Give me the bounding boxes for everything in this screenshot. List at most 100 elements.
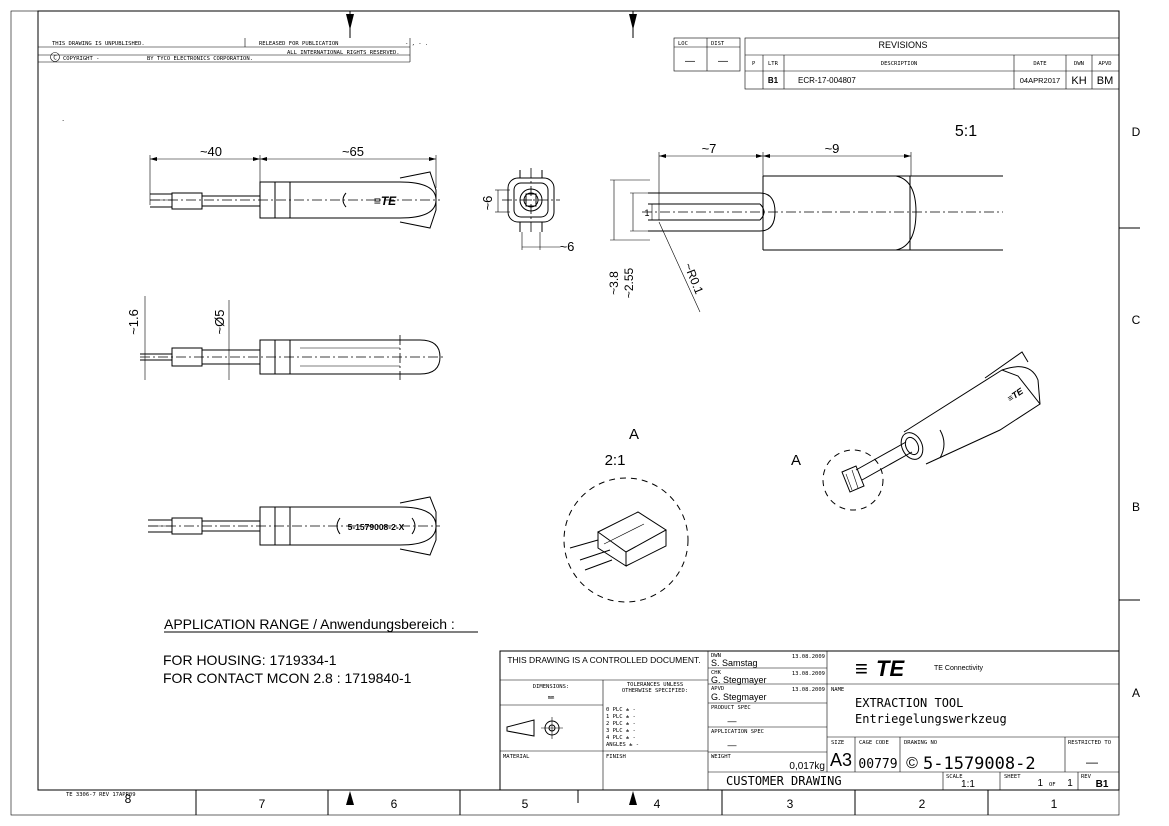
zone-dividers-right	[1119, 227, 1140, 601]
dim-6-vertical: ~6	[480, 196, 495, 211]
drawing-no-label: DRAWING NO	[904, 740, 937, 746]
cage-code-value: 00779	[858, 757, 897, 772]
product-spec-value: —	[728, 716, 737, 726]
zone-col-8: 8	[125, 792, 132, 806]
dist-label: DIST	[711, 41, 725, 47]
loc-label: LOC	[678, 41, 688, 47]
rev-value: B1	[1096, 779, 1109, 790]
apvd-date: 13.08.2009	[792, 687, 825, 693]
zone-row-d: D	[1132, 125, 1141, 139]
zone-col-4: 4	[654, 797, 661, 811]
title-de: Entriegelungswerkzeug	[855, 712, 1007, 726]
rev-ltr-label: LTR	[768, 61, 779, 67]
view-side-bottom	[148, 496, 440, 556]
cage-code-label: CAGE CODE	[859, 740, 889, 746]
detail-a-label: A	[629, 426, 639, 443]
dim-dia-5: ~Ø5	[212, 310, 227, 335]
dimensions-unit: mm	[548, 695, 555, 701]
apvd-label: APVD	[711, 686, 724, 692]
controlled-document: THIS DRAWING IS A CONTROLLED DOCUMENT.	[507, 655, 700, 665]
chk-label: CHK	[711, 670, 722, 676]
dim-9: ~9	[825, 141, 840, 156]
zone-dividers-bottom	[195, 790, 989, 815]
center-mark-bottom-right	[629, 791, 637, 805]
zone-col-5: 5	[522, 797, 529, 811]
rights-text: ALL INTERNATIONAL RIGHTS RESERVED.	[287, 50, 400, 56]
zone-row-a: A	[1132, 686, 1140, 700]
view-front	[495, 168, 560, 250]
part-marking: 5-1579008-2-X	[348, 522, 405, 532]
form-number: TE 3306-7 REV 17APR09	[66, 792, 136, 798]
zone-col-7: 7	[259, 797, 266, 811]
sheet-label: SHEET	[1004, 774, 1021, 780]
finish-label: FINISH	[606, 754, 626, 760]
dim-1: 1	[644, 208, 649, 218]
rev-apvd-label: APVD	[1098, 61, 1111, 67]
dim-40: ~40	[200, 144, 222, 159]
te-logo: ≡	[855, 656, 868, 681]
rev-row-ltr: B1	[768, 76, 779, 85]
plc-1: 1 PLC ± -	[606, 714, 636, 720]
zone-col-1: 1	[1051, 797, 1058, 811]
rev-date-label: DATE	[1033, 61, 1046, 67]
plc-3: 3 PLC ± -	[606, 728, 636, 734]
outer-frame	[10, 10, 1120, 816]
title-block-grid	[499, 650, 1120, 791]
released-date: - , - .	[405, 41, 428, 47]
dwn-date: 13.08.2009	[792, 654, 825, 660]
copyright-c-icon: ©	[906, 755, 918, 772]
tolerances-line2: OTHERWISE SPECIFIED:	[622, 688, 688, 694]
sheet-total: 1	[1067, 778, 1073, 789]
iso-a-label: A	[791, 452, 801, 469]
sheet-of: OF	[1049, 782, 1056, 788]
dim-6-horizontal: ~6	[560, 239, 575, 254]
rev-dwn-label: DWN	[1074, 61, 1084, 67]
unpublished-text: THIS DRAWING IS UNPUBLISHED.	[52, 41, 145, 47]
view-detail-5to1	[610, 152, 1003, 313]
angles: ANGLES ± -	[606, 742, 639, 748]
revisions-table	[744, 37, 1120, 90]
zone-col-3: 3	[787, 797, 794, 811]
scale-5to1: 5:1	[955, 123, 977, 140]
copyright-text: COPYRIGHT -	[63, 56, 99, 62]
rev-p-label: P	[752, 61, 756, 67]
size-label: SIZE	[831, 740, 844, 746]
apvd-name: G. Stegmayer	[711, 692, 767, 702]
svg-text:≡TE: ≡TE	[1006, 385, 1026, 403]
rev-row-dwn: KH	[1071, 75, 1086, 87]
scale-2to1: 2:1	[605, 452, 626, 469]
customer-drawing: CUSTOMER DRAWING	[726, 774, 842, 788]
chk-date: 13.08.2009	[792, 671, 825, 677]
loc-value: —	[685, 56, 695, 67]
scale-value: 1:1	[961, 779, 975, 790]
header-strip	[38, 38, 411, 63]
weight-value: 0,017kg	[789, 761, 825, 772]
plc-2: 2 PLC ± -	[606, 721, 636, 727]
copyright-symbol: C	[53, 55, 57, 62]
dim-1-6: ~1.6	[126, 309, 141, 335]
view-top	[140, 296, 445, 380]
restricted-value: —	[1086, 755, 1098, 769]
housing-note: FOR HOUSING: 1719334-1	[163, 652, 337, 668]
copyright-circle	[50, 52, 60, 62]
chk-name: G. Stegmayer	[711, 675, 767, 685]
dist-value: —	[718, 56, 728, 67]
dim-7: ~7	[702, 141, 717, 156]
contact-note: FOR CONTACT MCON 2.8 : 1719840-1	[163, 670, 412, 686]
rev-row-apvd: BM	[1097, 75, 1114, 87]
zone-col-2: 2	[919, 797, 926, 811]
weight-label: WEIGHT	[711, 754, 732, 760]
released-text: RELEASED FOR PUBLICATION	[259, 41, 338, 47]
dimensions-label: DIMENSIONS:	[533, 684, 569, 690]
dwn-label: DWN	[711, 653, 721, 659]
rev-desc-label: DESCRIPTION	[881, 61, 917, 67]
rev-label: REV	[1081, 774, 1092, 780]
zone-row-c: C	[1132, 313, 1141, 327]
center-mark-bottom-left	[346, 791, 354, 805]
dim-65: ~65	[342, 144, 364, 159]
restricted-label: RESTRICTED TO	[1068, 740, 1111, 746]
zone-col-6: 6	[391, 797, 398, 811]
drawing-number: 5-1579008-2	[923, 754, 1036, 774]
te-logo-text: TE	[876, 656, 905, 681]
